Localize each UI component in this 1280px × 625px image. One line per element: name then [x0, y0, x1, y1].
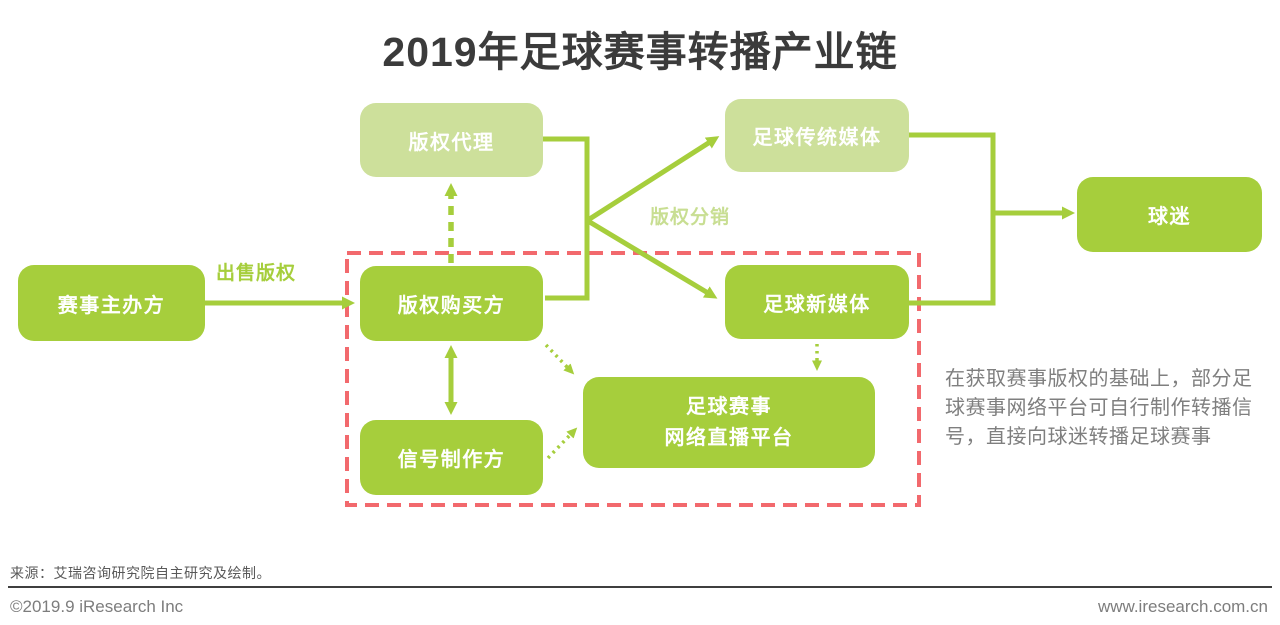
edge-label-sell-rights: 出售版权 — [216, 263, 297, 284]
node-copyright-agency: 版权代理 — [360, 103, 543, 177]
node-signal-producer: 信号制作方 — [360, 420, 543, 495]
node-new-media: 足球新媒体 — [725, 265, 909, 339]
source-note: 来源：艾瑞咨询研究院自主研究及绘制。 — [10, 565, 271, 581]
connector-right-collector — [909, 132, 996, 306]
node-streaming-platform: 足球赛事 网络直播平台 — [583, 377, 875, 468]
node-traditional-media: 足球传统媒体 — [725, 99, 909, 172]
website-url: www.iresearch.com.cn — [1097, 597, 1268, 616]
arrow-distribution-to-traditional-media — [586, 136, 720, 223]
node-event-organizer: 赛事主办方 — [18, 265, 205, 341]
node-rights-purchaser: 版权购买方 — [360, 266, 543, 341]
node-fans: 球迷 — [1077, 177, 1262, 252]
copyright-text: ©2019.9 iResearch Inc — [10, 597, 184, 616]
dashed-boundary-box — [345, 251, 921, 507]
page-title: 2019年足球赛事转播产业链 — [382, 29, 898, 75]
edge-label-rights-distribution: 版权分销 — [650, 207, 731, 228]
arrow-signal-to-platform-dotted — [546, 427, 578, 460]
arrow-distribution-to-new-media — [586, 218, 718, 299]
footer-divider — [8, 586, 1272, 588]
annotation-text: 在获取赛事版权的基础上，部分足球赛事网络平台可自行制作转播信号，直接向球迷转播足… — [945, 368, 1253, 448]
connector-left-collector — [543, 136, 590, 301]
arrow-purchaser-to-platform-dotted — [544, 343, 575, 375]
